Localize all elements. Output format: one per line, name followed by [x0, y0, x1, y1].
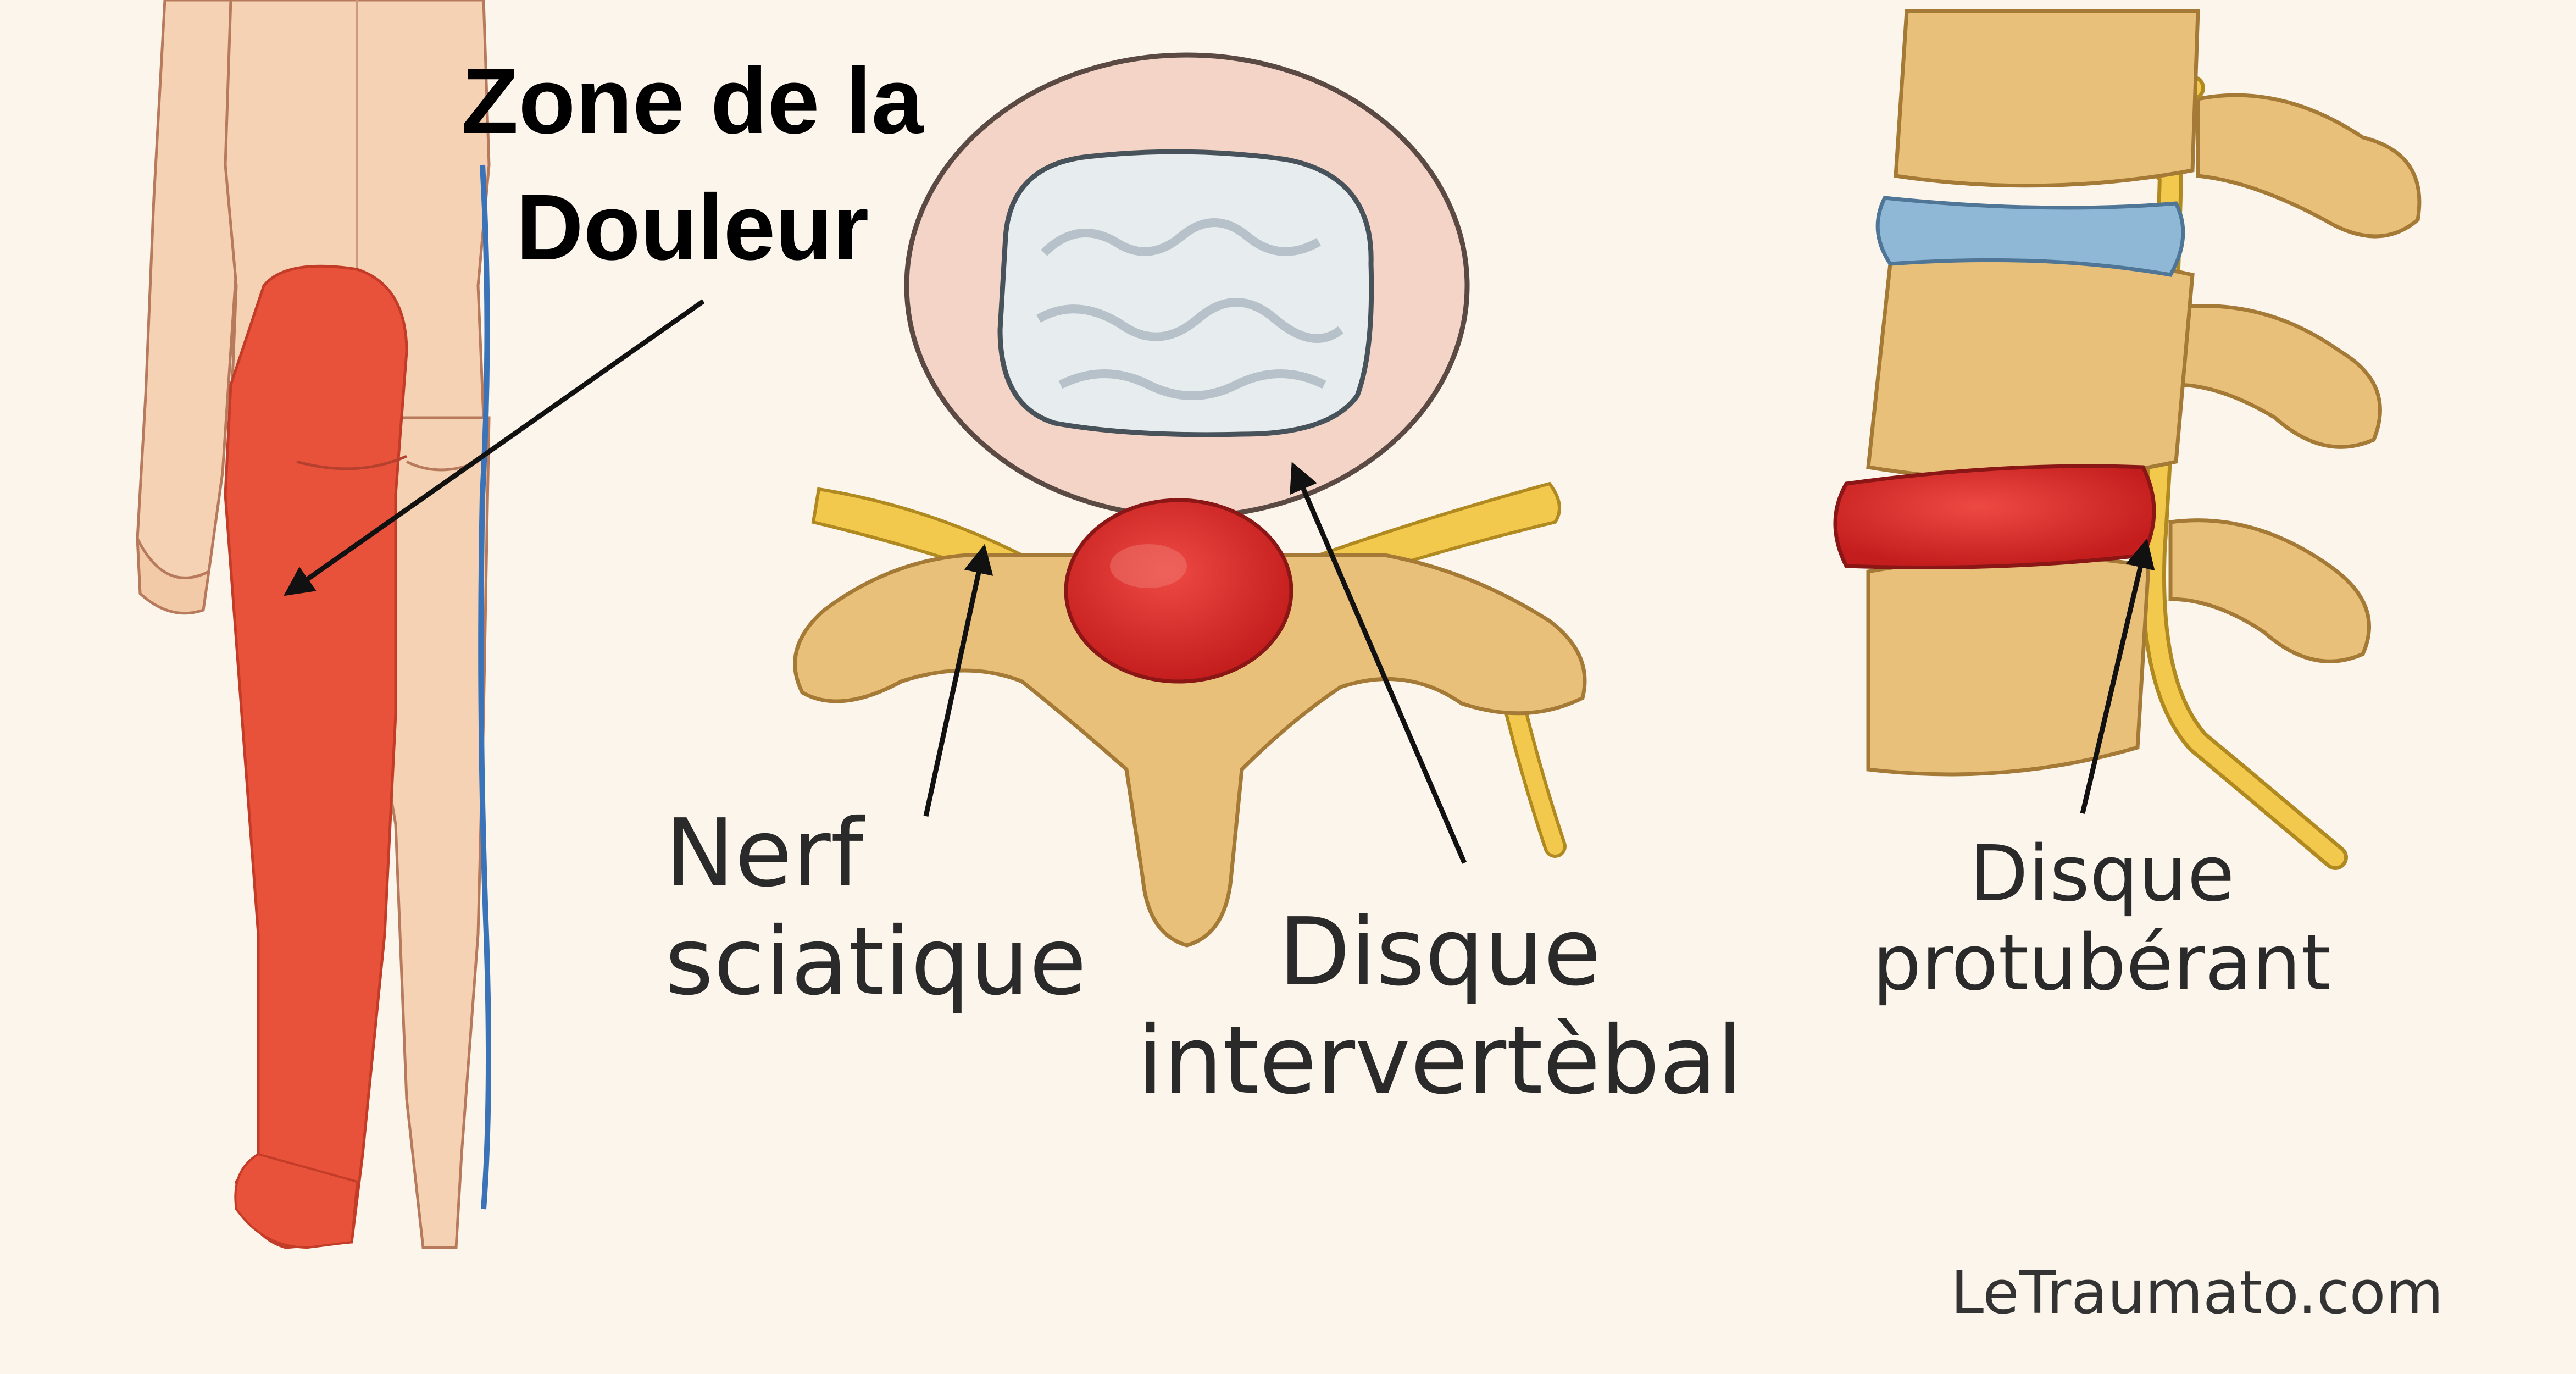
pain-arrow [284, 299, 705, 596]
bulge-arrow [2080, 538, 2155, 815]
bulging-disc-label-line2: protubérant [1872, 918, 2331, 1009]
spine-side-view [1833, 9, 2422, 870]
disc-label: Disque intervertèbal [1137, 898, 1743, 1116]
bulging-disc-label: Disque protubérant [1868, 829, 2335, 1009]
nerve-arrow [923, 544, 993, 817]
nerve-label-line1: Nerf [665, 799, 864, 908]
brand-watermark: LeTraumato.com [1951, 1259, 2444, 1327]
pain-zone-title: Zone de la Douleur [418, 38, 967, 291]
pain-zone-title-line2: Douleur [515, 175, 869, 280]
pain-zone-title-line1: Zone de la [461, 49, 924, 153]
disc-label-line2: intervertèbal [1137, 1006, 1743, 1116]
nerve-label-line2: sciatique [665, 907, 1087, 1017]
disc-arrow [1290, 462, 1467, 864]
disc-label-line1: Disque [1278, 898, 1601, 1007]
nerve-label: Nerf sciatique [665, 799, 1087, 1017]
bulging-disc-label-line1: Disque [1969, 829, 2235, 919]
vertebra-cross-section [793, 52, 1587, 948]
body-figure [136, 0, 491, 1249]
